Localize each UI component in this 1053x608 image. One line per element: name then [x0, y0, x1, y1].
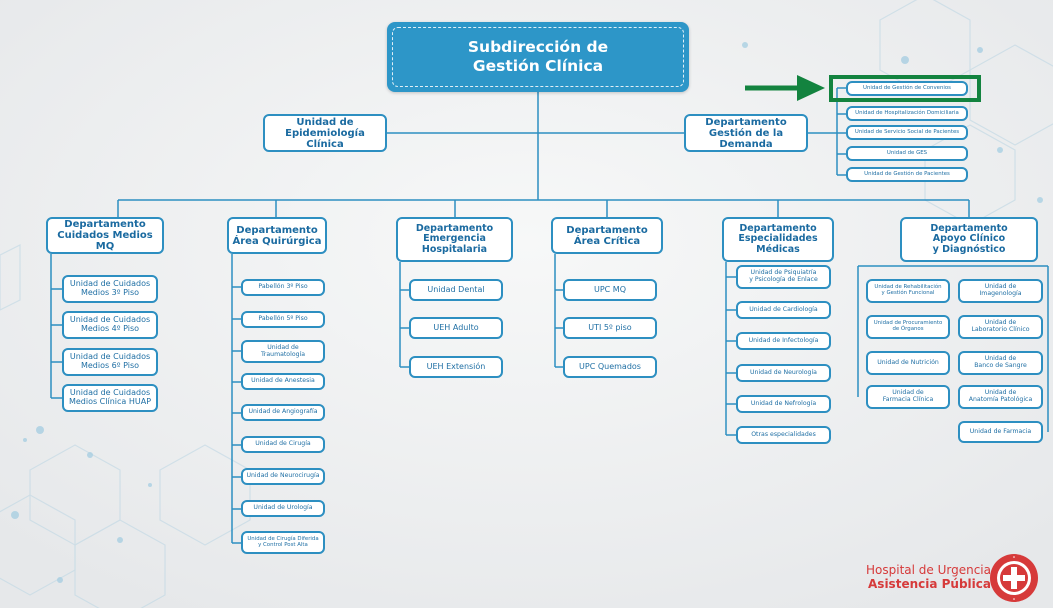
unit-neurologia: Unidad de Neurología [736, 364, 831, 382]
unit-traumatologia: Unidad de Traumatología [241, 340, 325, 363]
unit-upc-quemados: UPC Quemados [563, 356, 657, 378]
unidad-hospitalizacion-domiciliaria: Unidad de Hospitalización Domiciliaria [846, 106, 968, 121]
pointer-arrow-icon [745, 75, 825, 101]
unit-neurocirugia: Unidad de Neurocirugía [241, 468, 325, 485]
logo-line-1: Hospital de Urgencia [866, 563, 991, 577]
depto-area-quirurgica: Departamento Área Quirúrgica [227, 217, 327, 254]
subdireccion-dashed-border [392, 27, 684, 87]
unit-farmacia: Unidad de Farmacia [958, 421, 1043, 443]
unidad-servicio-social: Unidad de Servicio Social de Pacientes [846, 125, 968, 140]
unit-dental: Unidad Dental [409, 279, 503, 301]
unidad-gestion-convenios: Unidad de Gestión de Convenios [846, 81, 968, 96]
unit-pabellon-5: Pabellón 5º Piso [241, 311, 325, 328]
depto-emergencia-hospitalaria: Departamento Emergencia Hospitalaria [396, 217, 513, 262]
unidad-epidemiologia-box: Unidad de Epidemiología Clínica [263, 114, 387, 152]
unit-psiquiatria: Unidad de Psiquiatría y Psicología de En… [736, 265, 831, 289]
unidad-gestion-pacientes: Unidad de Gestión de Pacientes [846, 167, 968, 182]
unit-cuidados-huap: Unidad de Cuidados Medios Clínica HUAP [62, 384, 158, 412]
unit-cirugia-diferida: Unidad de Cirugía Diferida y Control Pos… [241, 531, 325, 554]
unit-infectologia: Unidad de Infectología [736, 332, 831, 350]
unit-cirugia: Unidad de Cirugía [241, 436, 325, 453]
depto-especialidades-medicas: Departamento Especialidades Médicas [722, 217, 834, 262]
hospital-seal-icon [990, 554, 1038, 602]
subdireccion-box: Subdirección de Gestión Clínica [387, 22, 689, 92]
unit-cuidados-3: Unidad de Cuidados Medios 3º Piso [62, 275, 158, 303]
unit-laboratorio-clinico: Unidad de Laboratorio Clínico [958, 315, 1043, 339]
unit-otras-especialidades: Otras especialidades [736, 426, 831, 444]
unit-cardiologia: Unidad de Cardiología [736, 301, 831, 319]
unit-farmacia-clinica: Unidad de Farmacia Clínica [866, 385, 950, 409]
unit-nutricion: Unidad de Nutrición [866, 351, 950, 375]
unit-urologia: Unidad de Urología [241, 500, 325, 517]
hospital-logo-text: Hospital de Urgencia Asistencia Pública [866, 563, 991, 592]
unit-uti-5: UTI 5º piso [563, 317, 657, 339]
depto-area-critica: Departamento Área Crítica [551, 217, 663, 254]
logo-line-2: Asistencia Pública [868, 576, 991, 591]
depto-gestion-demanda-box: Departamento Gestión de la Demanda [684, 114, 808, 152]
highlight-frame [829, 75, 981, 102]
unidad-ges: Unidad de GES [846, 146, 968, 161]
unit-anatomia-patologica: Unidad de Anatomía Patológica [958, 385, 1043, 409]
unit-cuidados-4: Unidad de Cuidados Medios 4º Piso [62, 311, 158, 339]
depto-apoyo-clinico: Departamento Apoyo Clínico y Diagnóstico [900, 217, 1038, 262]
unit-cuidados-6: Unidad de Cuidados Medios 6º Piso [62, 348, 158, 376]
unit-anestesia: Unidad de Anestesia [241, 373, 325, 390]
unit-ueh-adulto: UEH Adulto [409, 317, 503, 339]
subdireccion-title: Subdirección de Gestión Clínica [467, 37, 609, 75]
depto-cuidados-medios: Departamento Cuidados Medios MQ [46, 217, 164, 254]
unit-upc-mq: UPC MQ [563, 279, 657, 301]
unit-pabellon-3: Pabellón 3º Piso [241, 279, 325, 296]
unit-nefrologia: Unidad de Nefrología [736, 395, 831, 413]
unit-imagenologia: Unidad de Imagenología [958, 279, 1043, 303]
unit-procuramiento: Unidad de Procuramiento de Órganos [866, 315, 950, 339]
unit-rehabilitacion: Unidad de Rehabilitación y Gestión Funci… [866, 279, 950, 303]
unit-banco-sangre: Unidad de Banco de Sangre [958, 351, 1043, 375]
unit-angiografia: Unidad de Angiografía [241, 404, 325, 421]
unit-ueh-extension: UEH Extensión [409, 356, 503, 378]
